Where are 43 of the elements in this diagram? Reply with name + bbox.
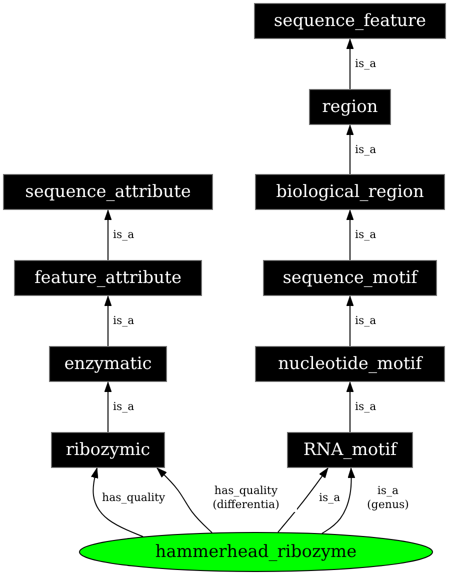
term-label: sequence_motif: [282, 268, 418, 288]
arrow: [346, 382, 354, 432]
arrow: [322, 468, 356, 534]
term-label: ribozymic: [66, 440, 150, 460]
edge-label: is_a: [112, 314, 136, 328]
arrow: [104, 382, 112, 432]
arrow: [90, 468, 144, 538]
edge-label: is_a: [318, 491, 342, 505]
term-label: enzymatic: [64, 354, 152, 374]
term-box: [51, 432, 165, 468]
term-box: [309, 89, 391, 125]
term-label: sequence_feature: [274, 11, 426, 31]
edge-label: is_a: [112, 228, 136, 242]
edge-label: is_a: [354, 314, 378, 328]
edge-label: is_a: [354, 142, 378, 156]
arrow: [104, 296, 112, 346]
term-label: sequence_attribute: [25, 182, 191, 202]
term-label: nucleotide_motif: [278, 354, 422, 374]
term-box: [263, 260, 437, 296]
term-label: RNA_motif: [303, 440, 397, 460]
term-label: region: [322, 97, 378, 117]
term-label: feature_attribute: [34, 268, 182, 288]
arrow: [104, 210, 112, 260]
edge-label: is_a: [354, 57, 378, 71]
term-box: [255, 174, 445, 210]
arrow: [346, 210, 354, 260]
term-box: [255, 346, 445, 382]
edge-label: has_quality: [101, 491, 166, 505]
arrow: [156, 468, 212, 534]
edge-label: is_a: [354, 400, 378, 414]
term-label: biological_region: [276, 182, 424, 202]
arrow: [346, 38, 354, 90]
term-box: [254, 3, 446, 39]
edge-label: is_a: [112, 400, 136, 414]
term-box: [3, 174, 213, 210]
edge-label: is_a: [354, 228, 378, 242]
term-box: [14, 260, 202, 296]
term-box: [287, 432, 413, 468]
arrow: [346, 296, 354, 346]
arrow: [278, 468, 328, 533]
term-box: [49, 346, 167, 382]
term-label: hammerhead_ribozyme: [155, 542, 357, 562]
arrow: [346, 124, 354, 174]
